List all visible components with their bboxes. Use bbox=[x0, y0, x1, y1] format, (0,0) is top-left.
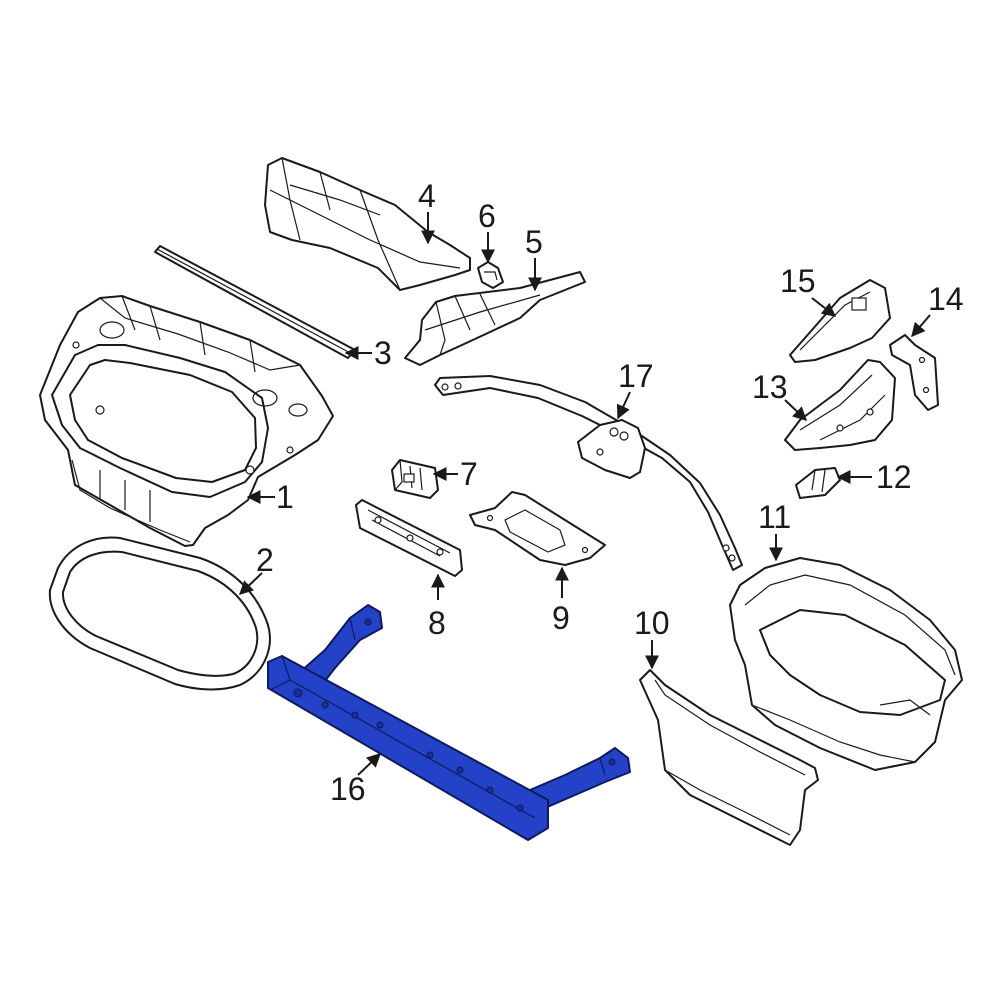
part-4-cowl-panel[interactable] bbox=[264, 157, 471, 291]
callout-7: 7 bbox=[460, 456, 478, 492]
leader-lines bbox=[238, 212, 931, 776]
part-6-clip[interactable] bbox=[477, 261, 504, 289]
callout-16: 16 bbox=[330, 771, 366, 807]
callout-6: 6 bbox=[478, 198, 496, 234]
part-12-clip[interactable] bbox=[795, 467, 841, 499]
callout-5: 5 bbox=[525, 224, 543, 260]
callout-15: 15 bbox=[780, 263, 816, 299]
callout-13: 13 bbox=[752, 369, 788, 405]
callout-17: 17 bbox=[618, 358, 654, 394]
part-17-curved-rail[interactable] bbox=[434, 375, 743, 571]
part-5-side-trim[interactable] bbox=[404, 271, 586, 366]
callout-14: 14 bbox=[928, 281, 964, 317]
part-9-floor-bracket[interactable] bbox=[469, 491, 606, 566]
part-2-trunk-seal[interactable] bbox=[48, 536, 271, 691]
callout-8: 8 bbox=[428, 605, 446, 641]
callout-1: 1 bbox=[276, 479, 294, 515]
part-1-trunk-tub[interactable] bbox=[39, 295, 334, 547]
callout-9: 9 bbox=[552, 600, 570, 636]
callout-labels: 1 2 3 4 5 6 7 8 9 10 11 12 13 14 15 16 1… bbox=[256, 178, 964, 807]
part-14-mount-bracket[interactable] bbox=[889, 334, 939, 411]
part-8-bracket-plate[interactable] bbox=[355, 499, 463, 577]
callout-10: 10 bbox=[634, 605, 670, 641]
callout-2: 2 bbox=[256, 542, 274, 578]
callout-3: 3 bbox=[374, 335, 392, 371]
part-10-tray[interactable] bbox=[639, 669, 819, 846]
part-16-cross-member[interactable] bbox=[267, 604, 631, 841]
callout-11: 11 bbox=[758, 499, 791, 535]
callout-12: 12 bbox=[876, 459, 912, 495]
callout-4: 4 bbox=[418, 178, 436, 214]
part-13-trim-assembly[interactable] bbox=[784, 359, 896, 451]
part-7-latch[interactable] bbox=[391, 459, 439, 499]
part-15-trim-cover[interactable] bbox=[789, 279, 891, 363]
part-11-storage-box[interactable] bbox=[729, 557, 963, 771]
